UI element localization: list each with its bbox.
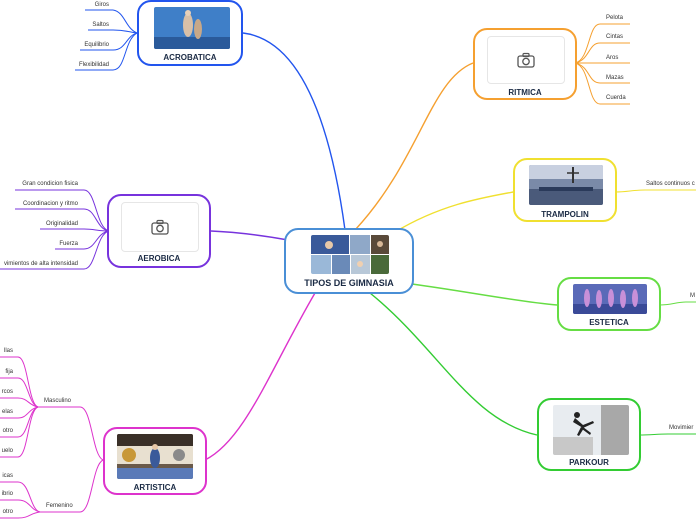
ritmica-item-aros: Aros	[606, 55, 619, 61]
artistica-title: ARTISTICA	[133, 483, 177, 492]
aerobica-item-gran-condicion: Gran condicion fisica	[22, 181, 78, 187]
trampolin-title: TRAMPOLIN	[541, 210, 589, 219]
masculino-item-1: llas	[3, 348, 13, 354]
parkour-leaf-lines	[638, 433, 696, 436]
branch-parkour	[369, 292, 538, 436]
acrobatica-item-equilibrio: Equilibrio	[84, 42, 109, 48]
aerobica-item-fuerza: Fuerza	[59, 241, 78, 247]
estetica-title: ESTETICA	[589, 318, 629, 327]
ritmica-item-mazas: Mazas	[606, 75, 624, 81]
artistica-leaf-lines	[0, 356, 104, 519]
masculino-item-3: rcos	[1, 389, 13, 395]
acrobatica-leaf-lines	[75, 9, 138, 71]
branch-trampolin	[394, 191, 514, 233]
aerobica-item-coordinacion: Coordinacion y ritmo	[22, 201, 78, 207]
trampolin-item-saltos: Saltos continuos c	[646, 181, 695, 187]
ritmica-item-pelota: Pelota	[606, 15, 624, 21]
acrobatica-item-giros: Giros	[94, 2, 109, 8]
ritmica-item-cuerda: Cuerda	[606, 95, 626, 101]
ritmica-title: RITMICA	[508, 88, 542, 97]
femenino-item-3: otro	[2, 509, 13, 515]
branch-acrobatica	[242, 32, 346, 231]
central-collage-image	[311, 235, 389, 274]
artistica-femenino-label: Femenino	[46, 503, 73, 509]
branch-artistica	[204, 292, 316, 461]
acrobatica-node[interactable]: ACROBATICA	[137, 0, 243, 66]
branch-aerobica	[210, 230, 289, 241]
parkour-title: PARKOUR	[569, 458, 609, 467]
estetica-node[interactable]: ESTETICA	[557, 277, 661, 331]
estetica-image	[573, 284, 647, 314]
artistica-masculino-label: Masculino	[44, 398, 72, 404]
ritmica-node[interactable]: RITMICA	[473, 28, 577, 100]
femenino-item-2: ibrio	[1, 491, 13, 497]
aerobica-image-placeholder	[121, 202, 199, 252]
trampolin-image	[529, 165, 603, 205]
central-node[interactable]: TIPOS DE GIMNASIA	[284, 228, 414, 294]
estetica-item-m: M	[690, 293, 695, 299]
trampolin-node[interactable]: TRAMPOLIN	[513, 158, 617, 222]
aerobica-leaf-lines	[0, 189, 110, 270]
masculino-item-6: uelo	[1, 448, 13, 454]
branch-estetica	[411, 283, 558, 306]
acrobatica-item-flexibilidad: Flexibilidad	[78, 62, 109, 68]
masculino-item-5: otro	[2, 428, 13, 434]
aerobica-title: AEROBICA	[137, 254, 181, 263]
masculino-item-4: elas	[1, 409, 13, 415]
camera-icon	[151, 219, 169, 235]
acrobatica-item-saltos: Saltos	[92, 22, 109, 28]
parkour-image	[553, 405, 629, 455]
central-title: TIPOS DE GIMNASIA	[304, 278, 394, 288]
ritmica-item-cintas: Cintas	[606, 34, 624, 40]
femenino-item-1: icas	[2, 473, 13, 479]
aerobica-node[interactable]: AEROBICA	[107, 194, 211, 268]
masculino-item-2: fija	[5, 369, 13, 375]
acrobatica-image	[154, 7, 230, 49]
aerobica-item-originalidad: Originalidad	[45, 221, 78, 227]
artistica-image	[117, 434, 193, 479]
parkour-node[interactable]: PARKOUR	[537, 398, 641, 471]
ritmica-leaf-lines	[574, 23, 630, 105]
branch-ritmica	[354, 62, 474, 231]
trampolin-leaf-lines	[614, 189, 696, 193]
ritmica-image-placeholder	[487, 36, 565, 84]
parkour-item-movimientos: Movimier	[669, 425, 694, 431]
artistica-node[interactable]: ARTISTICA	[103, 427, 207, 495]
camera-icon	[517, 52, 535, 68]
aerobica-item-alta-intensidad: vimientos de alta intensidad	[3, 261, 78, 267]
acrobatica-title: ACROBATICA	[163, 53, 217, 62]
estetica-leaf-lines	[658, 301, 696, 306]
